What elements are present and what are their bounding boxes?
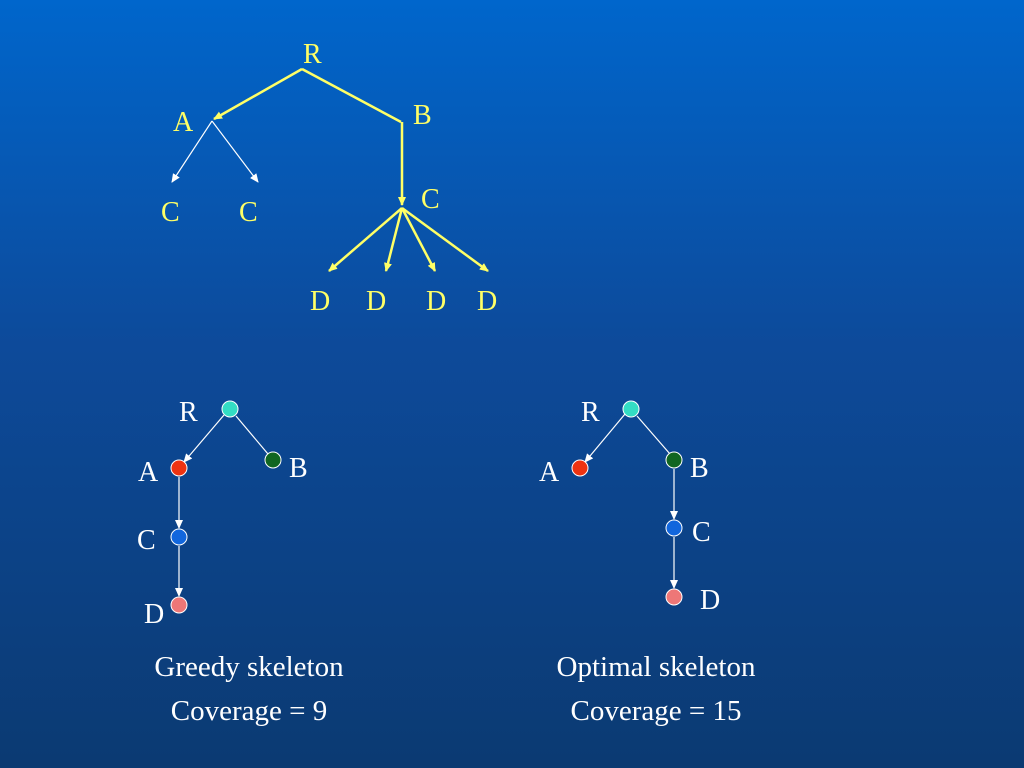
- edge-r-b: [301, 67, 402, 124]
- optimal-label-c: C: [692, 517, 711, 548]
- greedy-node-r: [221, 400, 239, 418]
- greedy-node-b: [264, 451, 282, 469]
- greedy-label-c: C: [137, 525, 156, 556]
- top-label-c-left: C: [161, 197, 180, 228]
- optimal-label-a: A: [539, 457, 560, 488]
- greedy-node-a: [170, 459, 188, 477]
- optimal-node-r: [622, 400, 640, 418]
- greedy-label-d: D: [144, 599, 164, 630]
- top-label-r: R: [303, 39, 322, 70]
- optimal-node-b: [665, 451, 683, 469]
- optimal-label-b: B: [690, 453, 709, 484]
- edge-c-d4: [401, 206, 489, 273]
- optimal-label-d: D: [700, 585, 720, 616]
- top-label-d1: D: [310, 286, 330, 317]
- greedy-edge-r-b: [235, 415, 269, 455]
- optimal-node-d: [665, 588, 683, 606]
- edge-r-a: [213, 67, 303, 121]
- top-label-d3: D: [426, 286, 446, 317]
- greedy-label-b: B: [289, 453, 308, 484]
- top-label-a: A: [173, 107, 194, 138]
- edge-c-d1: [328, 207, 403, 272]
- greedy-label-r: R: [179, 397, 198, 428]
- edge-a-c-left: [171, 120, 213, 183]
- optimal-edges: [584, 413, 678, 589]
- edge-a-c-right: [211, 120, 259, 183]
- optimal-edge-r-b: [636, 415, 671, 455]
- greedy-caption: Greedy skeleton Coverage = 9: [89, 645, 409, 733]
- optimal-caption: Optimal skeleton Coverage = 15: [496, 645, 816, 733]
- greedy-node-c: [170, 528, 188, 546]
- optimal-edge-r-a: [584, 413, 626, 463]
- top-label-c-right: C: [239, 197, 258, 228]
- top-label-c-under-b: C: [421, 184, 440, 215]
- top-tree: R A B C C C D D D D: [161, 39, 497, 317]
- greedy-edge-r-a: [183, 414, 225, 463]
- edge-c-d2: [384, 207, 404, 272]
- greedy-coverage: Coverage = 9: [170, 695, 328, 727]
- greedy-edges: [175, 414, 269, 597]
- greedy-node-d: [170, 596, 188, 614]
- optimal-title: Optimal skeleton: [556, 651, 756, 683]
- top-tree-white-edges: [171, 120, 259, 183]
- greedy-label-a: A: [138, 457, 159, 488]
- top-tree-edges: [213, 67, 489, 273]
- greedy-title: Greedy skeleton: [154, 651, 344, 683]
- optimal-label-r: R: [581, 397, 600, 428]
- optimal-coverage: Coverage = 15: [570, 695, 742, 727]
- top-label-d2: D: [366, 286, 386, 317]
- greedy-skeleton: R A B C D: [137, 397, 308, 630]
- optimal-node-a: [571, 459, 589, 477]
- edge-c-d3: [400, 207, 437, 272]
- top-label-d4: D: [477, 286, 497, 317]
- top-label-b: B: [413, 100, 432, 131]
- optimal-skeleton: R A B C D: [539, 397, 720, 616]
- optimal-node-c: [665, 519, 683, 537]
